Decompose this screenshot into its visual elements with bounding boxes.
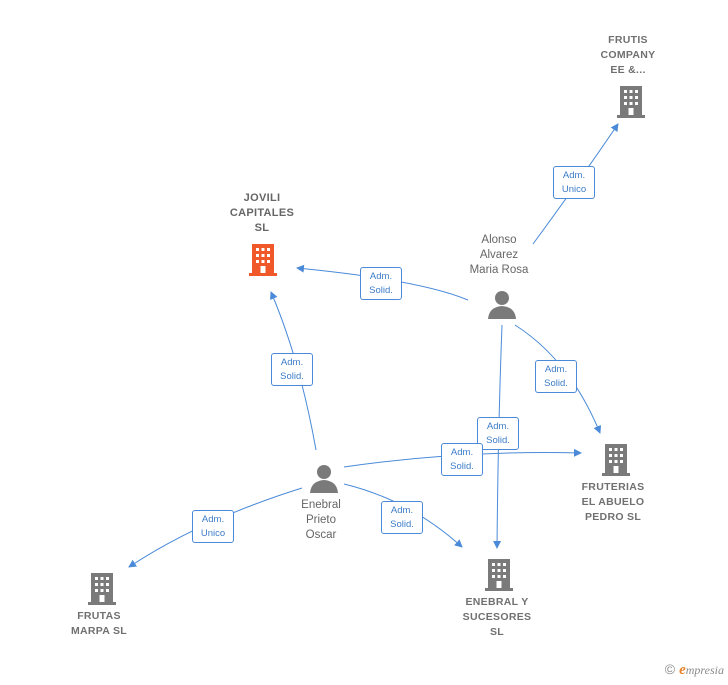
copyright-icon: © <box>664 661 676 677</box>
person-icon[interactable] <box>308 462 340 494</box>
edge-label-alonso-frutis[interactable]: Adm. Unico <box>553 166 595 199</box>
building-icon[interactable] <box>86 571 118 605</box>
node-label-alonso-alvarez[interactable]: Alonso Alvarez Maria Rosa <box>469 234 529 276</box>
building-icon[interactable] <box>600 442 632 476</box>
edge-label-oscar-fruterias[interactable]: Adm. Solid. <box>441 443 483 476</box>
edge-label-alonso-enebral-sucesores[interactable]: Adm. Solid. <box>477 417 519 450</box>
edge-label-oscar-enebral-sucesores[interactable]: Adm. Solid. <box>381 501 423 534</box>
person-icon[interactable] <box>486 288 518 320</box>
building-icon[interactable] <box>247 242 279 276</box>
brand-footer[interactable]: ©empresia <box>665 661 724 679</box>
node-label-frutas-marpa[interactable]: FRUTAS MARPA SL <box>70 610 128 637</box>
edge-label-alonso-jovili[interactable]: Adm. Solid. <box>360 267 402 300</box>
node-label-fruterias-el-abuelo[interactable]: FRUTERIAS EL ABUELO PEDRO SL <box>581 481 645 523</box>
building-icon[interactable] <box>615 84 647 118</box>
brand-logo-text: mpresia <box>685 663 724 677</box>
node-label-enebral-prieto[interactable]: Enebral Prieto Oscar <box>301 499 341 541</box>
brand-logo-initial: e <box>679 662 686 678</box>
building-icon[interactable] <box>483 557 515 591</box>
edge-label-oscar-jovili[interactable]: Adm. Solid. <box>271 353 313 386</box>
edge-label-oscar-frutas-marpa[interactable]: Adm. Unico <box>192 510 234 543</box>
node-label-jovili-capitales[interactable]: JOVILI CAPITALES SL <box>229 192 295 234</box>
edge-label-alonso-fruterias[interactable]: Adm. Solid. <box>535 360 577 393</box>
node-label-enebral-sucesores[interactable]: ENEBRAL Y SUCESORES SL <box>462 596 532 638</box>
node-label-frutis-company[interactable]: FRUTIS COMPANY EE &... <box>600 34 656 76</box>
